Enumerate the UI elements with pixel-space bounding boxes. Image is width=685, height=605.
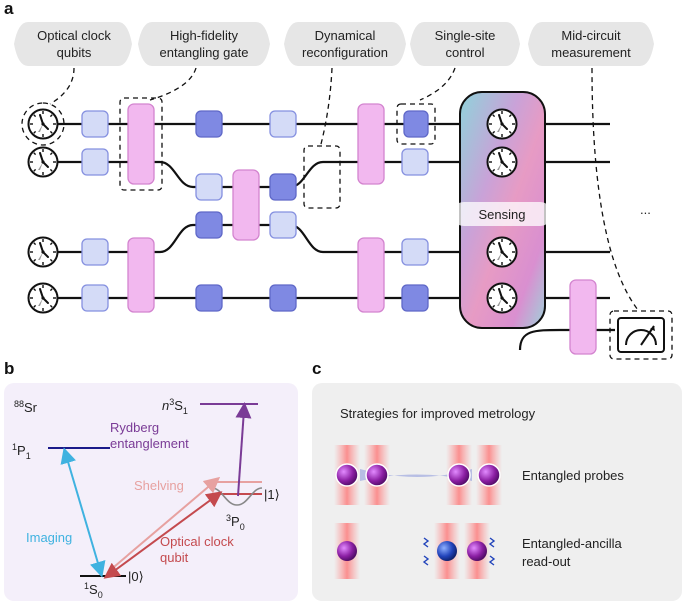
imaging-label: Imaging [26,530,72,545]
sensing-region: Sensing [452,91,552,329]
shelving-label: Shelving [134,478,184,493]
entangled-probes-label: Entangled probes [522,468,624,483]
tag-mid-circuit-measurement: Mid-circuit measurement [528,22,654,66]
ket-1: |1⟩ [264,487,280,502]
entangled-probes-illustration [334,445,502,505]
clock-qubits [21,102,65,314]
panel-a-letter: a [4,0,14,18]
level-rydberg: n3S1 [162,397,188,416]
gates [81,97,597,355]
rydberg-label-1: Rydberg [110,420,159,435]
tag-dynamical-reconfiguration: Dynamical reconfiguration [284,22,406,66]
ellipsis: ... [640,202,651,217]
ket-0: |0⟩ [128,569,144,584]
tag-clock-line2: qubits [57,45,92,60]
transitions [60,402,252,579]
clock-icon [27,146,59,178]
rydberg-label-2: entanglement [110,436,189,451]
tag-single-site-control: Single-site control [410,22,520,66]
tag-single-line1: Single-site [435,28,496,43]
clock-icon [486,146,518,178]
tag-clock-line1: Optical clock [37,28,111,43]
circuit-wires [58,122,615,351]
tag-entangling-gate: High-fidelity entangling gate [138,22,270,66]
clock-icon [27,282,59,314]
clock-qubit-label-1: Optical clock [160,534,234,549]
clock-qubit-label-2: qubit [160,550,189,565]
tag-single-line2: control [445,45,484,60]
panel-c-title: Strategies for improved metrology [340,406,536,421]
tag-mid-line1: Mid-circuit [561,28,621,43]
level-1s0: 1S0 [84,581,103,600]
tag-mid-line2: measurement [551,45,631,60]
tag-reconf-line1: Dynamical [315,28,376,43]
clock-icon [27,108,59,140]
clock-icon [486,282,518,314]
measurement-meter-icon [609,310,673,360]
tag-gate-line2: entangling gate [160,45,249,60]
level-1p1: 1P1 [12,442,31,461]
panel-b-letter: b [4,359,14,378]
isotope-label: 88Sr [14,399,38,415]
tag-gate-line1: High-fidelity [170,28,238,43]
panel-c-letter: c [312,359,321,378]
ancilla-label-1: Entangled-ancilla [522,536,623,551]
clock-icon [486,236,518,268]
level-3p0: 3P0 [226,513,245,532]
clock-icon [27,236,59,268]
ancilla-label-2: read-out [522,554,571,569]
tag-reconf-line2: reconfiguration [302,45,388,60]
entangled-ancilla-illustration [334,523,496,579]
clock-icon [486,108,518,140]
sensing-label: Sensing [479,207,526,222]
leader-lines [49,67,639,311]
tag-optical-clock-qubits: Optical clock qubits [14,22,132,66]
